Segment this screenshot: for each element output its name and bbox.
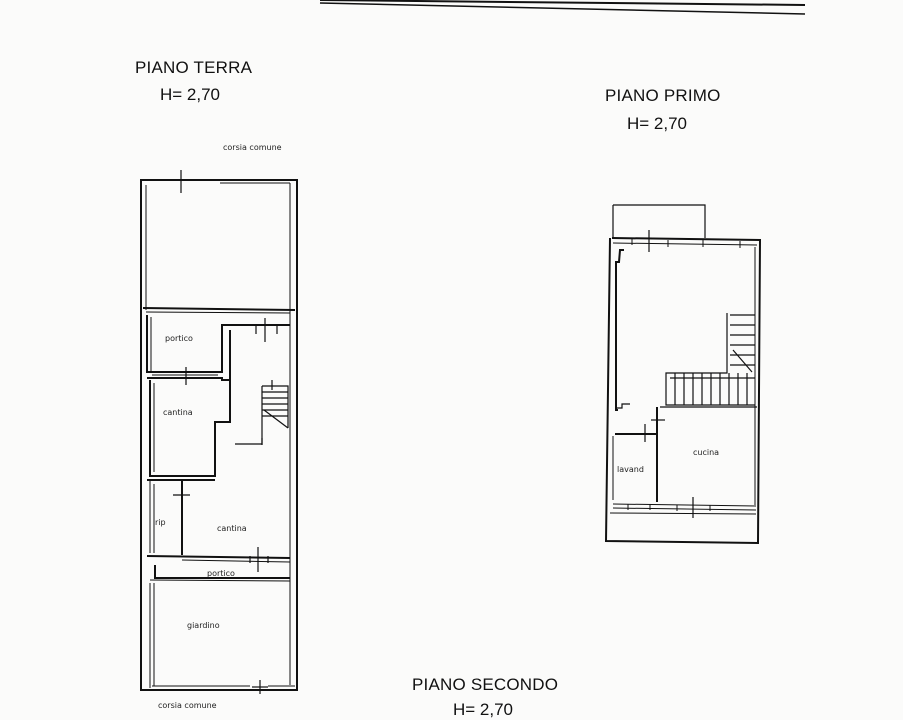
room-label-giardino: giardino bbox=[187, 621, 220, 630]
room-label-cantina-upper: cantina bbox=[163, 408, 193, 417]
room-label-rip: rip bbox=[155, 518, 166, 527]
first-floor-plan bbox=[604, 204, 762, 545]
stairs-ground bbox=[235, 380, 289, 445]
stairs-first bbox=[665, 313, 755, 406]
first-floor-title: PIANO PRIMO bbox=[605, 86, 721, 105]
ground-floor-plan bbox=[140, 170, 298, 694]
ground-floor-height: H= 2,70 bbox=[160, 85, 221, 104]
room-label-cantina-lower: cantina bbox=[217, 524, 247, 533]
ground-top-access-label: corsia comune bbox=[223, 143, 282, 152]
room-label-portico-lower: portico bbox=[207, 569, 235, 578]
second-floor-title: PIANO SECONDO bbox=[412, 675, 559, 694]
first-floor-height: H= 2,70 bbox=[627, 114, 688, 133]
second-floor-height: H= 2,70 bbox=[453, 700, 514, 719]
sheet-border-lines bbox=[319, 0, 806, 15]
room-label-cucina: cucina bbox=[693, 448, 720, 457]
room-label-lavand: lavand bbox=[617, 465, 644, 474]
ground-bottom-access-label: corsia comune bbox=[158, 701, 217, 710]
ground-floor-title: PIANO TERRA bbox=[135, 58, 253, 77]
room-label-portico-upper: portico bbox=[165, 334, 193, 343]
